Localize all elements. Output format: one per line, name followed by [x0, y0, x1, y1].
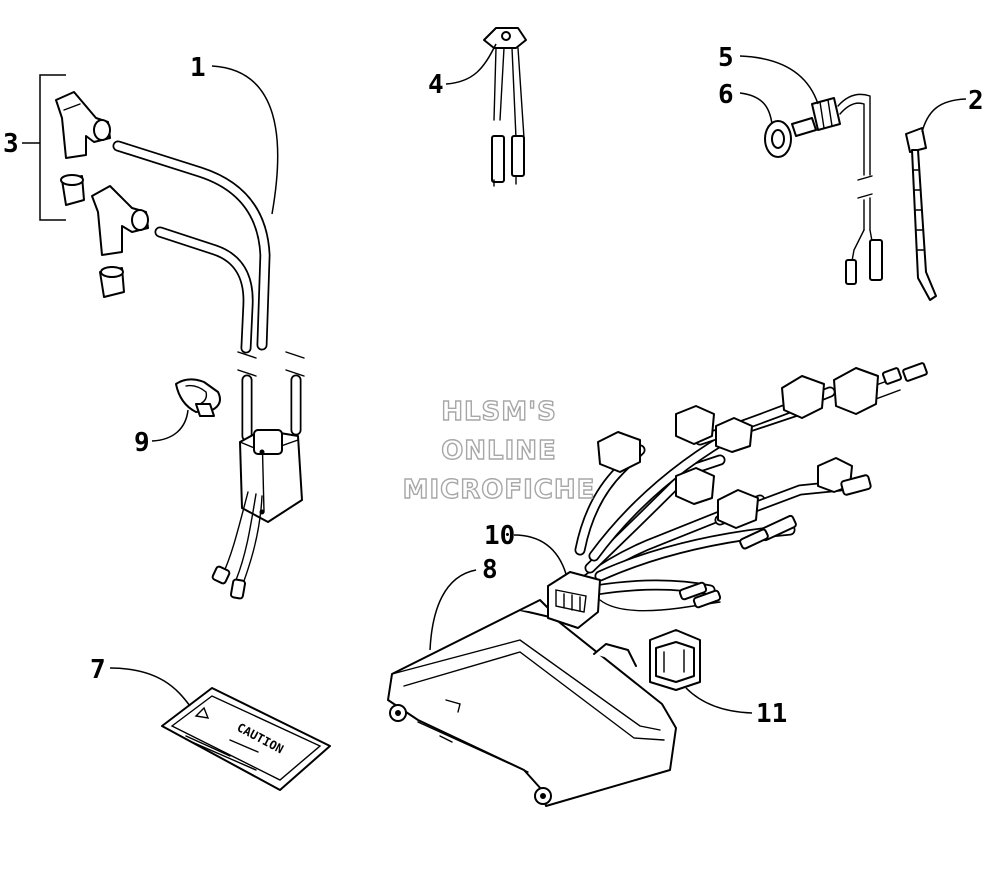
callout-7: 7 [90, 655, 106, 685]
part-cable-tie [905, 127, 937, 301]
part-wire-clamp [175, 378, 221, 417]
leader-line-9 [151, 409, 189, 442]
leader-line-5 [739, 55, 819, 105]
part-control-module [387, 599, 677, 807]
leader-line-8 [429, 569, 477, 651]
part-caution-decal: CAUTION [161, 687, 331, 791]
callout-11: 11 [756, 699, 787, 729]
watermark: HLSM'S ONLINE MICROFICHE [402, 396, 596, 505]
callout-6: 6 [718, 80, 734, 110]
callout-4: 4 [428, 70, 444, 100]
watermark-line-2: ONLINE [441, 436, 557, 466]
callout-2: 2 [968, 86, 984, 116]
part-wiring-harness [547, 362, 928, 629]
callout-8: 8 [482, 555, 498, 585]
callout-10: 10 [484, 521, 515, 551]
part-temp-sensor [764, 93, 883, 285]
callout-3: 3 [3, 129, 19, 159]
leader-line-1 [211, 65, 279, 215]
leader-line-11 [685, 687, 753, 714]
part-spark-plug-caps [55, 91, 149, 298]
watermark-line-3: MICROFICHE [403, 475, 596, 505]
leader-line-10 [513, 534, 567, 575]
callout-9: 9 [134, 428, 150, 458]
part-relay [649, 629, 701, 691]
leader-line-2 [921, 98, 967, 133]
part-ignition-coil [112, 140, 305, 600]
callout-1: 1 [190, 53, 206, 83]
leader-line-4 [445, 43, 497, 85]
watermark-line-1: HLSM'S [441, 397, 557, 427]
callout-5: 5 [718, 43, 734, 73]
leader-line-7 [109, 667, 191, 707]
leader-line-6 [739, 92, 773, 125]
bracket-callout-3 [39, 74, 66, 221]
part-sensor [483, 27, 527, 187]
